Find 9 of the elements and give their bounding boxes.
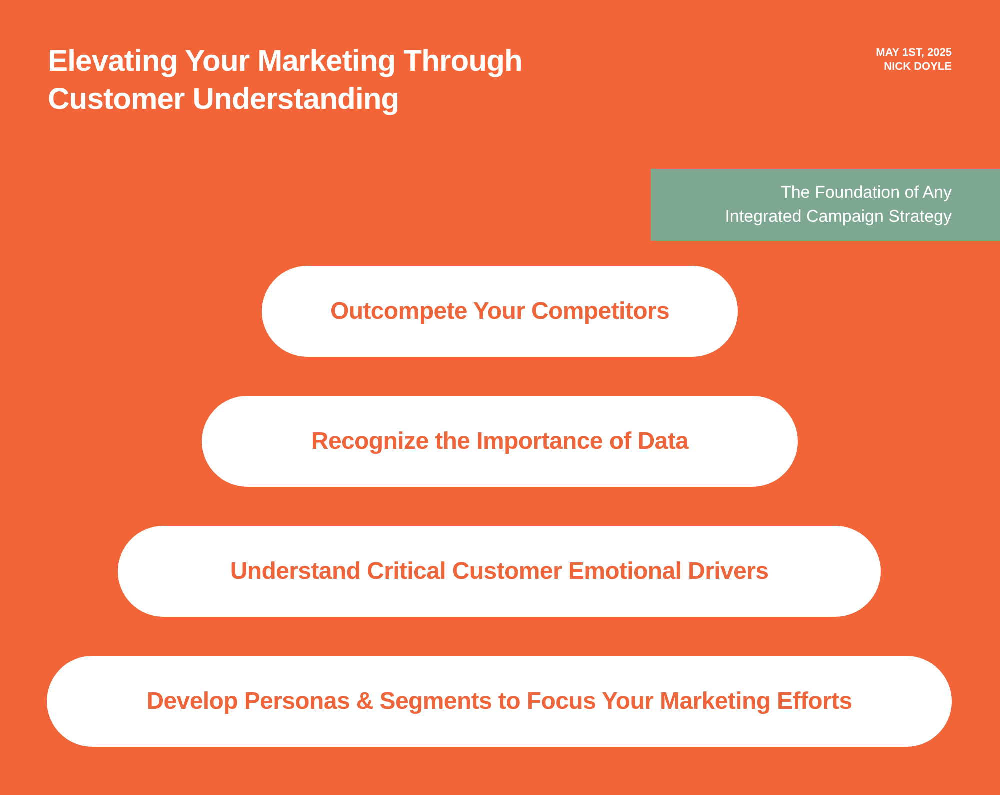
tier-text: Understand Critical Customer Emotional Drivers <box>230 556 769 586</box>
subtitle-banner <box>651 169 1000 241</box>
date-label: MAY 1ST, 2025 <box>876 46 952 60</box>
tier-text: Develop Personas & Segments to Focus Your Marketing Efforts <box>146 686 852 716</box>
author-label: NICK DOYLE <box>884 60 952 74</box>
tier-text: Outcompete Your Competitors <box>330 296 670 326</box>
tier-text: Recognize the Importance of Data <box>311 426 689 456</box>
title: Elevating Your Marketing Through Customer Understanding <box>48 44 524 118</box>
banner-text: The Foundation of Any Integrated Campaign Strategy <box>724 182 952 228</box>
